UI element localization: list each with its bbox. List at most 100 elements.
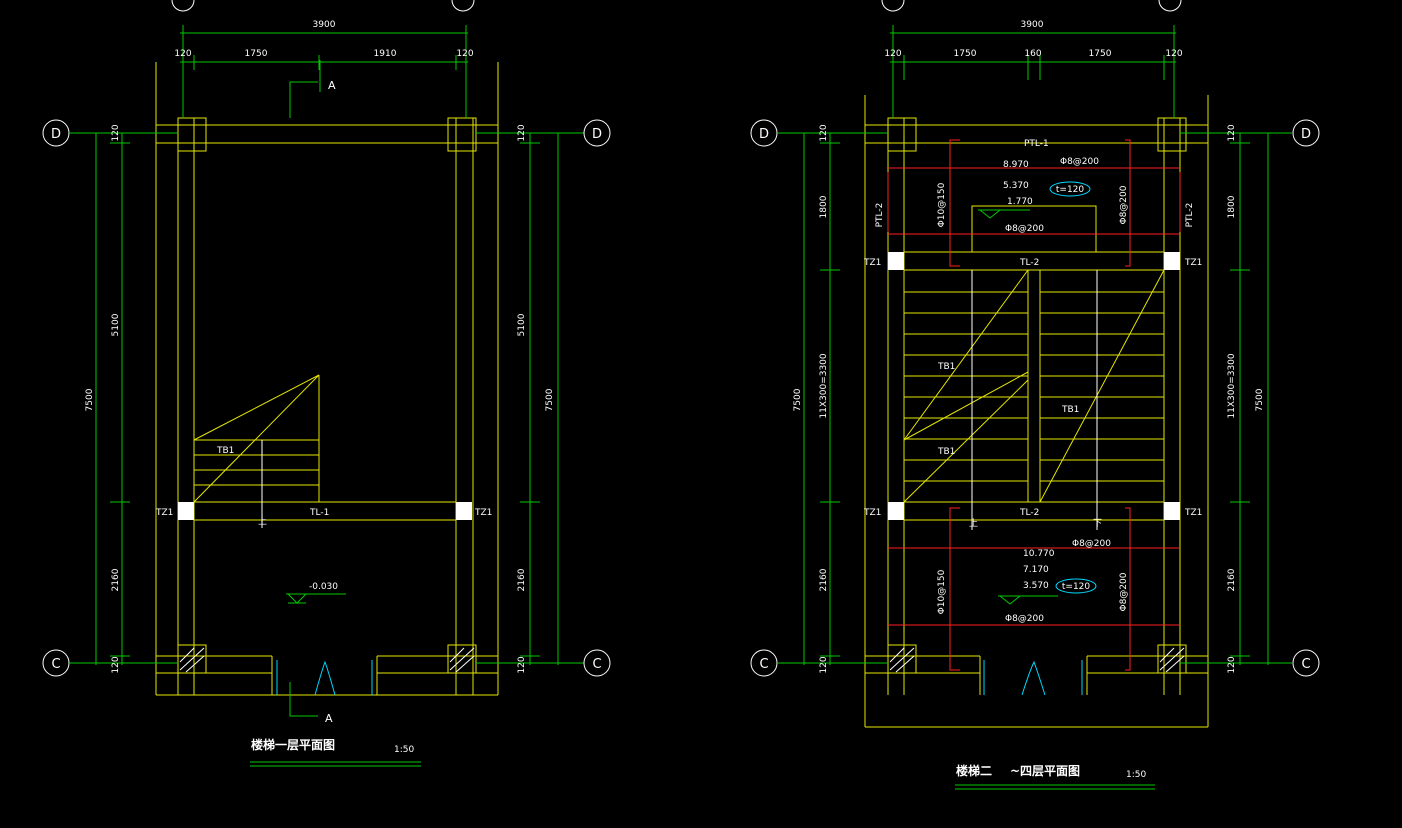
plan2-dim-left-2: 1800 xyxy=(819,195,829,218)
plan2-door xyxy=(983,660,1083,696)
plan1-column-hatch xyxy=(179,647,475,673)
plan2-upper-rebar-v-right: Φ8@200 xyxy=(1119,185,1129,224)
plan2-dim-top-1: 120 xyxy=(884,49,901,59)
plan1-dim-top-3: 1910 xyxy=(374,49,397,59)
plan2-axis-d-left: D xyxy=(759,127,769,142)
plan1-dim-right-1: 120 xyxy=(517,124,527,141)
plan2-lower-slab-tag: t=120 xyxy=(1062,582,1091,592)
plan2-flight-tb1-a: TB1 xyxy=(937,362,955,372)
plan1-dim-right-3: 2160 xyxy=(517,568,527,591)
plan2-column-tz1-ul xyxy=(888,252,904,270)
plan1-beam-tl1: TL-1 xyxy=(309,508,329,518)
plan2-dim-right-4: 2160 xyxy=(1227,568,1237,591)
plan2-axis-d-right: D xyxy=(1301,127,1311,142)
plan2-tz1-ur: TZ1 xyxy=(1184,258,1202,268)
plan2-column-tz1-lr xyxy=(1164,502,1180,520)
plan2-lower-rebar-v-left: Φ10@150 xyxy=(937,569,947,614)
plan2-walls xyxy=(864,95,1209,728)
plan2-dim-left-total: 7500 xyxy=(793,388,803,411)
plan1-dim-left-2: 5100 xyxy=(111,313,121,336)
plan2-dim-top-5: 120 xyxy=(1165,49,1182,59)
plan2-tz1-lr: TZ1 xyxy=(1184,508,1202,518)
plan2-beam-tl2-upper: TL-2 xyxy=(1019,258,1039,268)
plan1-dim-right-total: 7500 xyxy=(545,388,555,411)
plan1-dim-right-4: 120 xyxy=(517,656,527,673)
plan1-tz1-left: TZ1 xyxy=(155,508,173,518)
plan2-axis-c-left: C xyxy=(759,657,768,672)
plan1-column-tz1-right xyxy=(456,502,472,520)
plan1-scale: 1:50 xyxy=(394,745,414,755)
plan2-lower-elev-2: 7.170 xyxy=(1023,565,1049,575)
plan2-lower-elev-3: 3.570 xyxy=(1023,581,1049,591)
plan1-dim-left-4: 120 xyxy=(111,656,121,673)
plan2-upper-rebar-v-left: Φ10@150 xyxy=(937,182,947,227)
plan2-flight-tb1-c: TB1 xyxy=(1061,405,1079,415)
plan1-door xyxy=(276,660,373,696)
plan2-upper-elev-1: 8.970 xyxy=(1003,160,1029,170)
plan1-dim-top-4: 120 xyxy=(456,49,473,59)
plan2-dim-right-5: 120 xyxy=(1227,656,1237,673)
plan2-rebar-upper xyxy=(887,139,1181,267)
plan2-column-tz1-ur xyxy=(1164,252,1180,270)
plan2-flight-tb1-b: TB1 xyxy=(937,447,955,457)
stair-plan-ground-floor: D C D C 3900 120 1750 1910 120 7500 120 … xyxy=(42,0,611,767)
plan2-axis-bubbles xyxy=(750,0,1320,677)
plan2-tz1-ll: TZ1 xyxy=(863,508,881,518)
plan1-elevation: -0.030 xyxy=(309,582,338,592)
plan1-elevation-marker xyxy=(286,593,346,604)
axis-d-right: D xyxy=(592,127,602,142)
plan2-dim-top-2: 1750 xyxy=(954,49,977,59)
plan2-upper-elev-2: 5.370 xyxy=(1003,181,1029,191)
plan2-down-label: 下 xyxy=(1093,519,1102,529)
plan2-dim-left-4: 2160 xyxy=(819,568,829,591)
plan2-upper-rebar-h1: Φ8@200 xyxy=(1060,157,1099,167)
plan1-dim-left-3: 2160 xyxy=(111,568,121,591)
plan2-dim-right-total: 7500 xyxy=(1255,388,1265,411)
plan2-dim-top-3: 160 xyxy=(1024,49,1041,59)
plan2-upper-slab-tag: t=120 xyxy=(1056,185,1085,195)
plan1-title: 楼梯一层平面图 xyxy=(251,737,335,752)
plan2-dim-left-5: 120 xyxy=(819,656,829,673)
plan2-axis-c-right: C xyxy=(1301,657,1310,672)
plan1-axis-bubbles xyxy=(42,0,611,677)
plan2-lower-elev-1: 10.770 xyxy=(1023,549,1055,559)
plan2-dim-total: 3900 xyxy=(1021,20,1044,30)
plan2-upper-elev-3: 1.770 xyxy=(1007,197,1033,207)
plan1-dim-total: 3900 xyxy=(313,20,336,30)
plan2-dim-right-1: 120 xyxy=(1227,124,1237,141)
plan1-walls xyxy=(155,62,499,696)
plan2-title-b: ~四层平面图 xyxy=(1010,764,1080,778)
plan1-up-label: 上 xyxy=(258,516,267,527)
plan2-dimension-lines xyxy=(778,25,1292,665)
plan1-dim-right-2: 5100 xyxy=(517,313,527,336)
plan2-dim-right-2: 1800 xyxy=(1227,195,1237,218)
plan2-beam-ptl2-right: PTL-2 xyxy=(1185,203,1195,228)
plan2-upper-rebar-h2: Φ8@200 xyxy=(1005,224,1044,234)
stair-plan-upper-floors: D C D C 3900 120 1750 160 1750 120 7500 … xyxy=(750,0,1320,790)
plan1-flight-tb1: TB1 xyxy=(216,446,234,456)
plan1-column-tz1-left xyxy=(178,502,194,520)
plan2-slab-tags xyxy=(1049,181,1097,594)
axis-d-left: D xyxy=(51,127,61,142)
plan2-lower-rebar-h2: Φ8@200 xyxy=(1005,614,1044,624)
plan2-beam-ptl2-left: PTL-2 xyxy=(875,203,885,228)
plan2-title-a: 楼梯二 xyxy=(956,763,992,778)
plan2-dim-left-3: 11X300=3300 xyxy=(819,353,829,419)
plan1-dim-top-1: 120 xyxy=(174,49,191,59)
plan2-dim-top-4: 1750 xyxy=(1089,49,1112,59)
plan1-section-top: A xyxy=(328,79,336,92)
plan2-scale: 1:50 xyxy=(1126,770,1146,780)
plan2-dim-left-1: 120 xyxy=(819,124,829,141)
plan2-lower-rebar-v-right: Φ8@200 xyxy=(1119,572,1129,611)
plan2-beam-ptl1: PTL-1 xyxy=(1024,139,1049,149)
plan2-column-tz1-ll xyxy=(888,502,904,520)
axis-c-left: C xyxy=(51,657,60,672)
plan1-dim-top-2: 1750 xyxy=(245,49,268,59)
plan2-beam-tl2-lower: TL-2 xyxy=(1019,508,1039,518)
plan2-up-label: 上 xyxy=(969,518,978,529)
plan2-rebar-lower xyxy=(888,507,1180,671)
plan1-tz1-right: TZ1 xyxy=(474,508,492,518)
axis-c-right: C xyxy=(592,657,601,672)
plan2-dim-right-3: 11X300=3300 xyxy=(1227,353,1237,419)
